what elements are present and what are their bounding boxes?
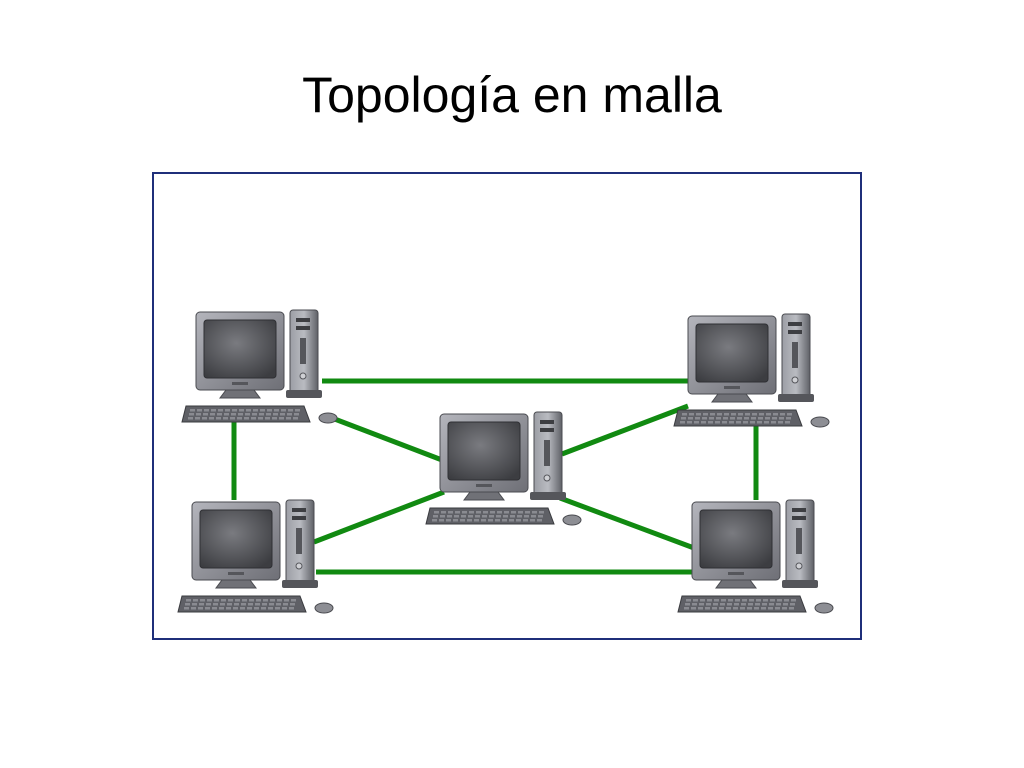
desktop-computer-icon (177, 499, 334, 614)
links-layer (231, 378, 759, 575)
pc-center (425, 411, 582, 526)
mesh-topology-diagram (152, 172, 862, 640)
desktop-computer-icon (181, 309, 338, 424)
link-pc-top-left-to-pc-center (331, 415, 443, 463)
desktop-computer-icon (677, 499, 834, 614)
desktop-computer-icon (425, 411, 582, 526)
pc-bottom-right (677, 499, 834, 614)
topology-canvas (177, 309, 834, 614)
link-pc-bottom-left-to-pc-center (313, 489, 445, 545)
slide-title: Topología en malla (302, 67, 722, 123)
link-pc-bottom-right-to-pc-center (559, 495, 695, 551)
pc-top-right (673, 313, 830, 428)
pc-bottom-left (177, 499, 334, 614)
desktop-computer-icon (673, 313, 830, 428)
pc-top-left (181, 309, 338, 424)
link-pc-top-right-to-pc-center (561, 403, 689, 457)
nodes-layer (177, 309, 834, 614)
